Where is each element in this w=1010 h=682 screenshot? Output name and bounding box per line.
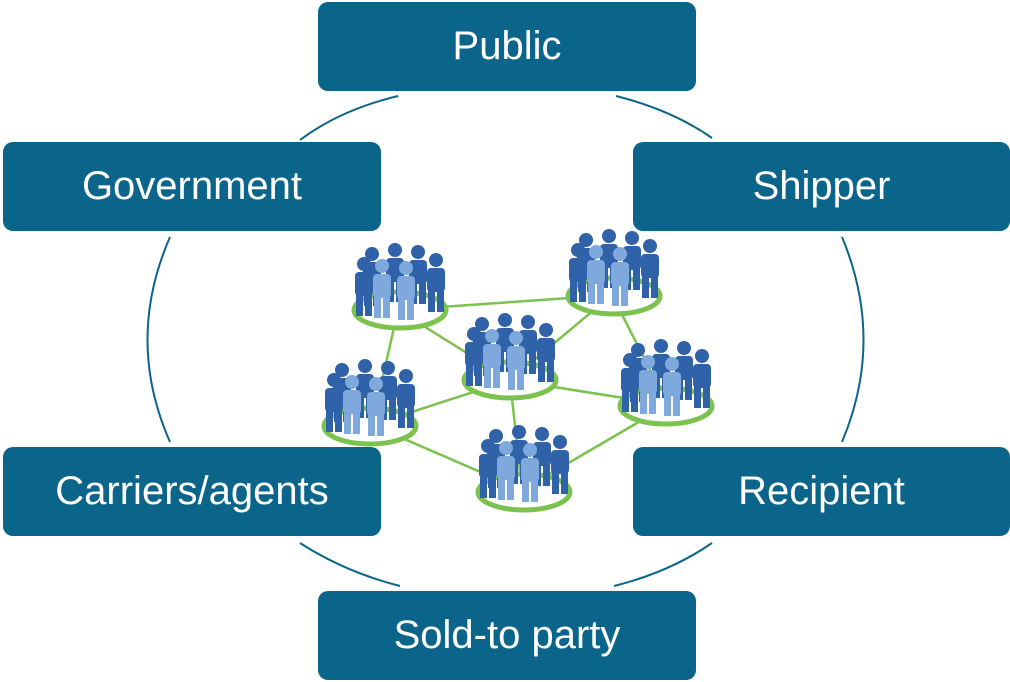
carriers-agents-box: Carriers/agents bbox=[3, 447, 381, 536]
ring-arc-top-left bbox=[299, 95, 399, 141]
ring-arcs bbox=[146, 95, 865, 587]
people-group-icon bbox=[354, 243, 446, 328]
sold-to-party-box: Sold-to party bbox=[318, 591, 696, 680]
people-group-icon bbox=[478, 425, 570, 510]
recipient-box: Recipient bbox=[633, 447, 1010, 536]
people-group-icon bbox=[568, 229, 660, 314]
shipper-box: Shipper bbox=[633, 142, 1010, 231]
ring-arc-left bbox=[146, 236, 171, 443]
ring-arc-right bbox=[841, 236, 865, 443]
government-box: Government bbox=[3, 142, 381, 231]
public-box: Public bbox=[318, 2, 696, 91]
people-group-icon bbox=[620, 339, 712, 424]
people-group-icon bbox=[464, 313, 556, 398]
ring-arc-bottom-right bbox=[613, 542, 713, 587]
people-group-icon bbox=[324, 359, 416, 444]
people-network-icon bbox=[324, 229, 712, 510]
ring-arc-bottom-left bbox=[299, 542, 401, 587]
ring-arc-top-right bbox=[615, 95, 713, 139]
